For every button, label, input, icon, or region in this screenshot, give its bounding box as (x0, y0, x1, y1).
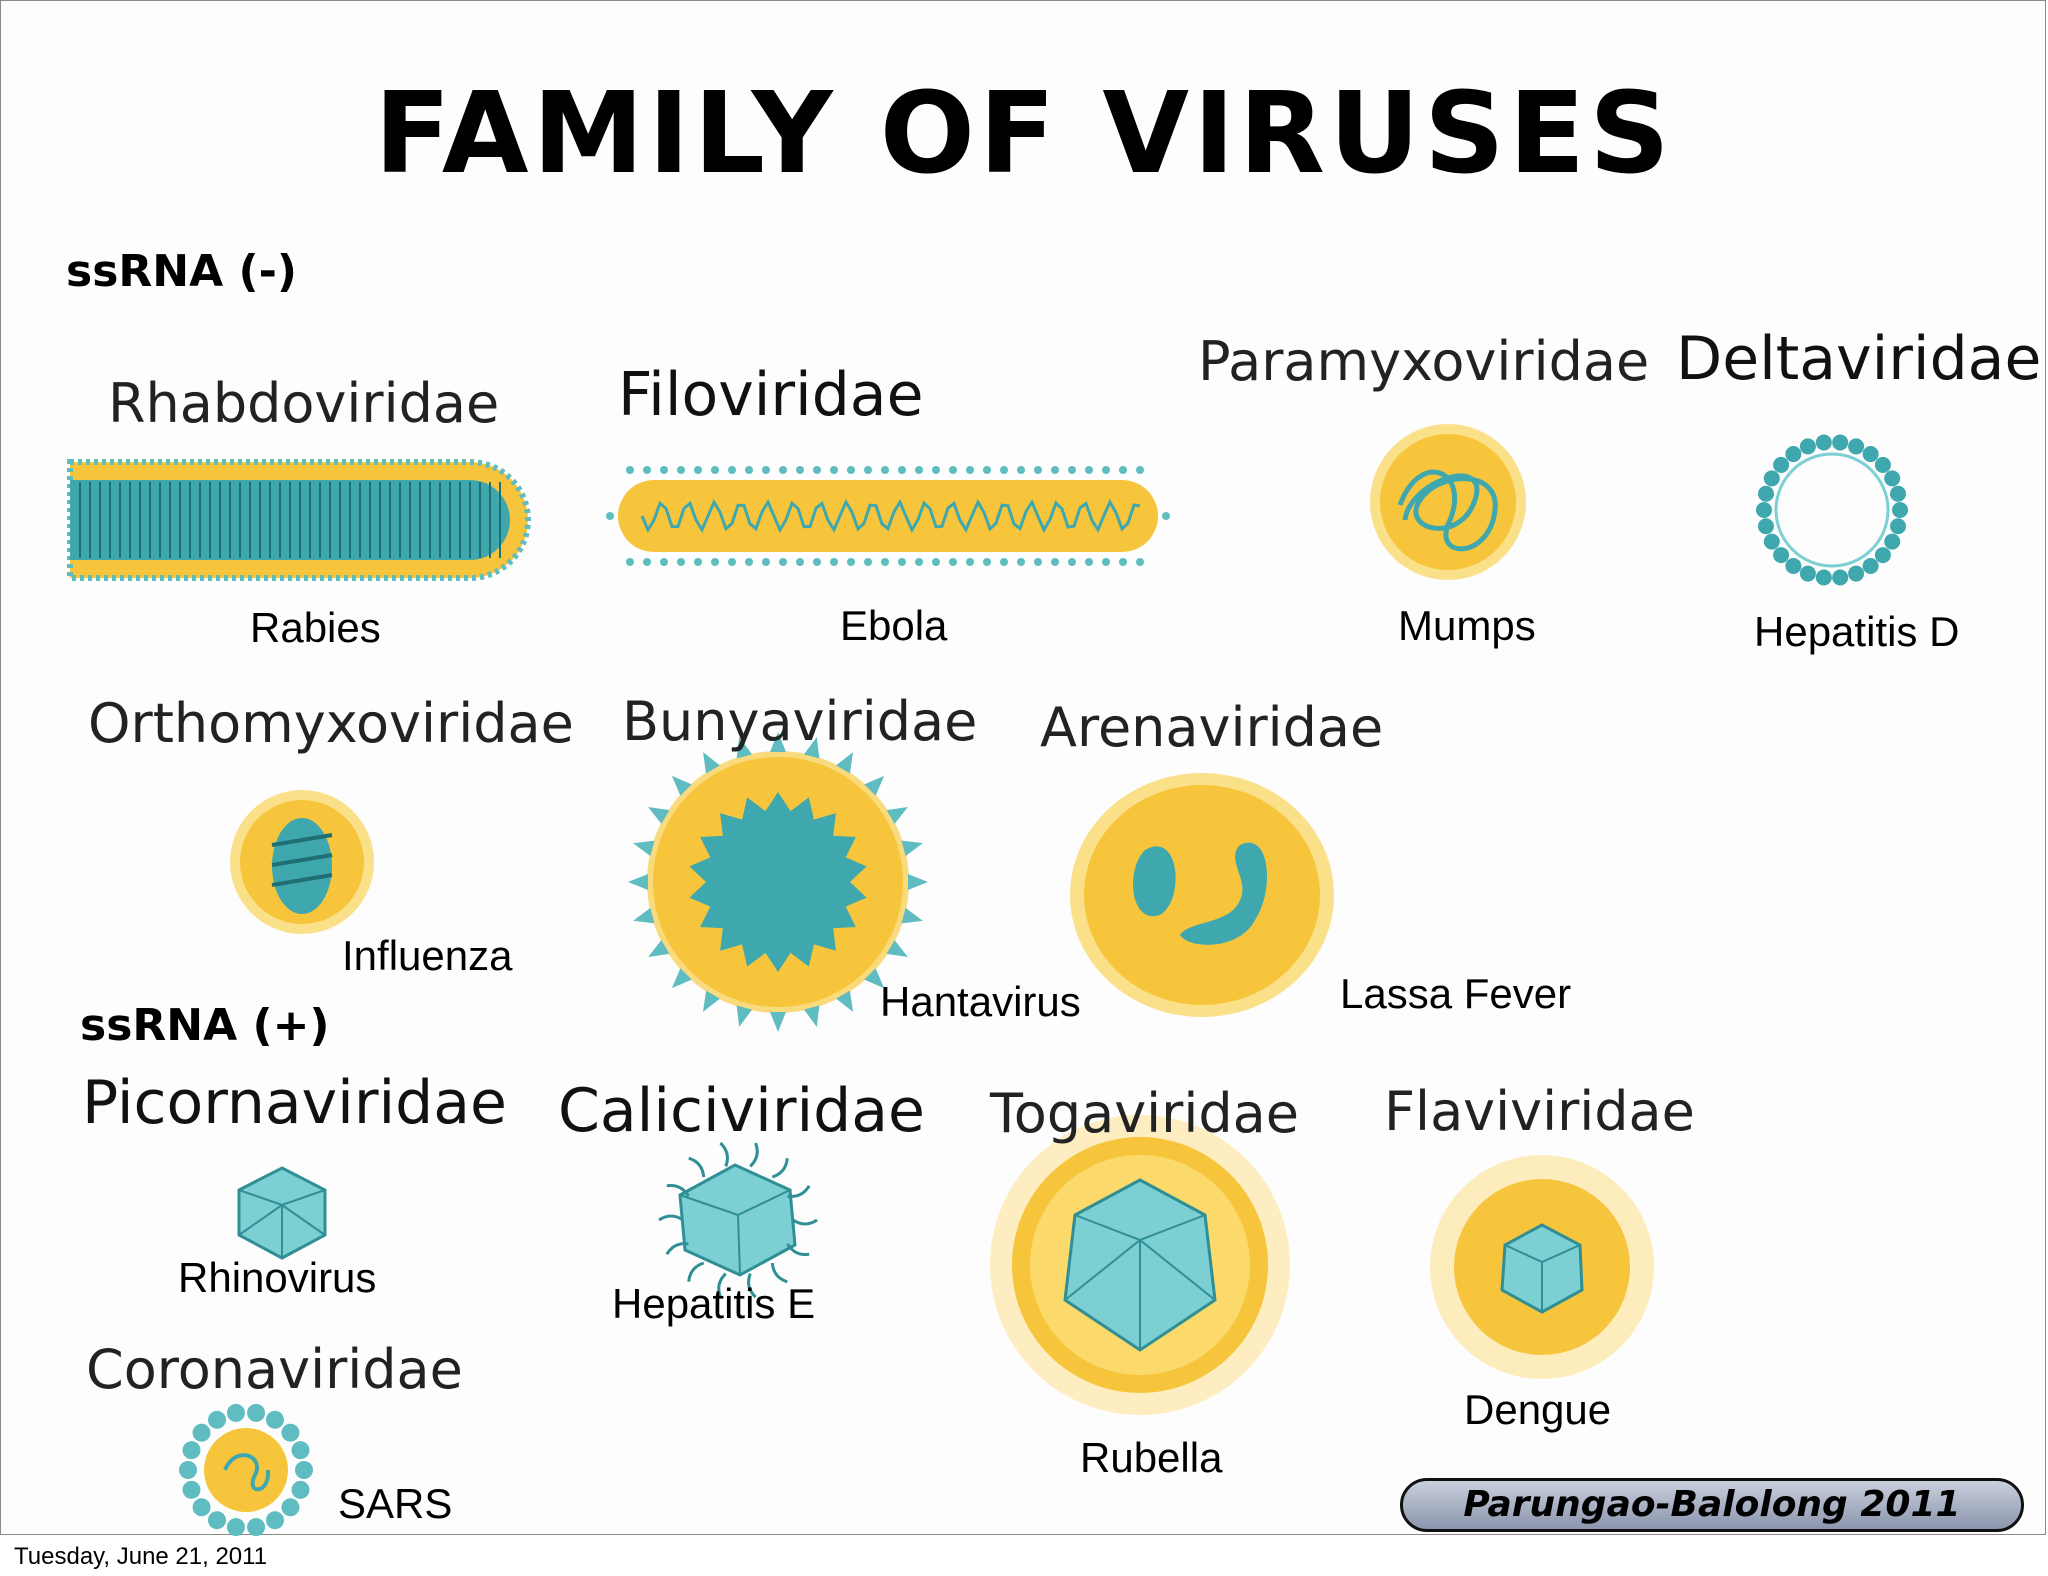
influenza-virus-icon (230, 790, 374, 934)
hepatitis-e-virus-icon (658, 1141, 818, 1299)
rhinovirus-icon (237, 1166, 327, 1260)
mumps-virus-icon (1370, 424, 1526, 580)
family-togaviridae: Togaviridae (990, 1082, 1299, 1145)
footer-date: Tuesday, June 21, 2011 (14, 1543, 268, 1570)
virus-sars: SARS (338, 1480, 453, 1527)
family-coronaviridae: Coronaviridae (86, 1338, 463, 1401)
family-arenaviridae: Arenaviridae (1040, 696, 1384, 759)
slide-title: FAMILY OF VIRUSES (374, 69, 1674, 199)
virus-influenza: Influenza (342, 932, 513, 979)
virus-lassa-fever: Lassa Fever (1340, 970, 1572, 1017)
dengue-virus-icon (1430, 1155, 1654, 1379)
family-paramyxoviridae: Paramyxoviridae (1198, 330, 1650, 393)
virus-hepatitis-d: Hepatitis D (1754, 608, 1960, 655)
rubella-virus-icon (990, 1115, 1290, 1415)
family-rhabdoviridae: Rhabdoviridae (108, 372, 500, 435)
family-caliciviridae: Caliciviridae (558, 1076, 925, 1146)
section-ssrna-negative: ssRNA (-) (66, 246, 297, 297)
family-deltaviridae: Deltaviridae (1676, 324, 2042, 394)
virus-dengue: Dengue (1464, 1386, 1612, 1433)
sars-virus-icon (179, 1403, 313, 1537)
virus-ebola: Ebola (840, 602, 948, 649)
virus-rubella: Rubella (1080, 1434, 1223, 1481)
family-flaviviridae: Flaviviridae (1384, 1080, 1695, 1143)
hantavirus-icon (628, 732, 928, 1032)
virus-rabies: Rabies (250, 604, 381, 651)
author-credit-badge: Parungao-Balolong 2011 (1400, 1478, 2024, 1532)
rabies-virus-icon (67, 459, 531, 581)
virus-hantavirus: Hantavirus (880, 978, 1081, 1025)
virus-rhinovirus: Rhinovirus (178, 1254, 377, 1301)
family-filoviridae: Filoviridae (618, 360, 924, 430)
ebola-virus-icon (606, 466, 1170, 566)
section-ssrna-positive: ssRNA (+) (80, 1000, 330, 1051)
family-orthomyxoviridae: Orthomyxoviridae (88, 692, 574, 755)
family-bunyaviridae: Bunyaviridae (622, 690, 978, 753)
virus-mumps: Mumps (1398, 602, 1536, 649)
family-picornaviridae: Picornaviridae (82, 1068, 507, 1138)
hepatitis-d-virus-icon (1756, 434, 1908, 586)
virus-hepatitis-e: Hepatitis E (612, 1280, 816, 1327)
lassa-virus-icon (1070, 773, 1334, 1017)
